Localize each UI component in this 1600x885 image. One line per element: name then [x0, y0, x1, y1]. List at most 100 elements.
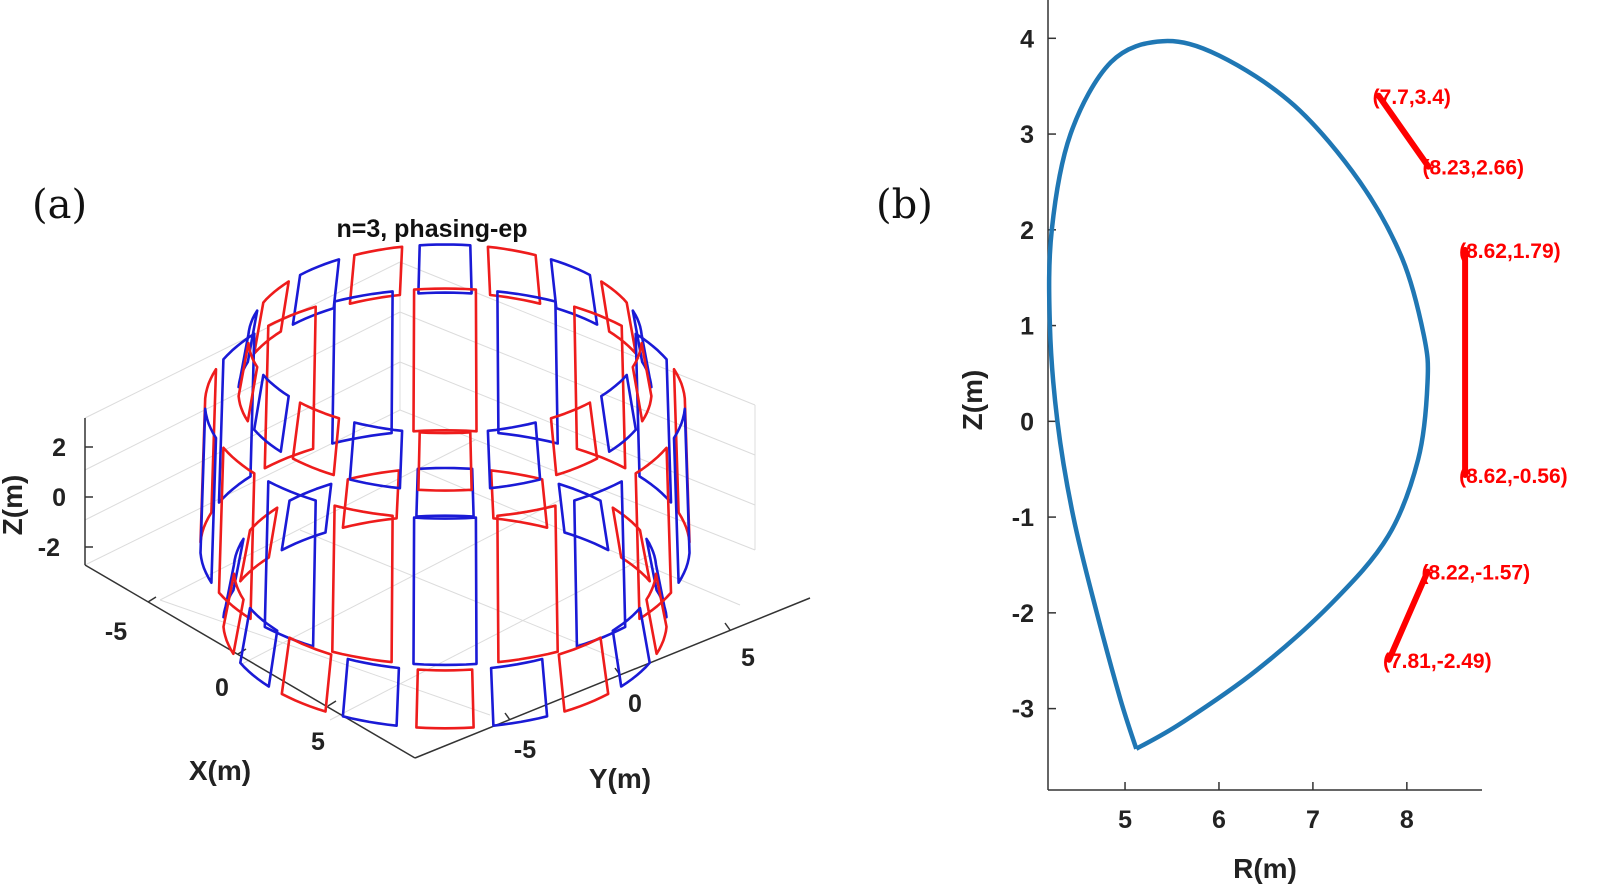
coil-outline [415, 668, 475, 730]
x-tick-label: 6 [1212, 806, 1226, 834]
coils-2d: (7.7,3.4) (8.23,2.66) (8.62,1.79) (8.62,-0.… [1373, 86, 1568, 673]
coil-outline [263, 305, 318, 470]
coil-outline [572, 480, 627, 648]
coil-outline [252, 373, 291, 454]
y-axis-label: Z(m) [957, 370, 988, 431]
y-tick-label: -3 [1012, 696, 1034, 724]
x-tick-label: 5 [311, 728, 325, 756]
x-tick-label: 0 [215, 674, 229, 702]
coil-endpoint-label: (8.22,-1.57) [1422, 562, 1531, 585]
coil-outline [557, 636, 610, 713]
grid-line [159, 599, 491, 716]
coil-outline [486, 421, 542, 490]
coil-endpoint-label: (8.62,-0.56) [1459, 465, 1568, 488]
coil-outline [417, 430, 473, 492]
coil-outline [557, 482, 610, 552]
coil-outline [217, 332, 256, 504]
coil-outline [631, 341, 653, 423]
y-tick-label: 5 [741, 644, 755, 672]
y-tick-label: 0 [1020, 408, 1034, 436]
grid-line [84, 409, 401, 566]
coil-outline [252, 280, 291, 355]
axes-2d [1047, 0, 1482, 791]
coil-outline [341, 469, 401, 530]
y-axis-label: Y(m) [589, 763, 651, 794]
grid-line [299, 529, 621, 661]
y-axis-line [414, 597, 811, 759]
coil-outline [348, 421, 404, 490]
coil-outline [489, 657, 549, 728]
panel-b-label: (b) [876, 182, 933, 228]
coil-outline [330, 504, 394, 664]
x-tick-mark [327, 700, 337, 707]
y-tick-label: 2 [1020, 217, 1034, 245]
coil-endpoint-label: (8.23,2.66) [1422, 157, 1524, 180]
y-tick-label: -1 [1012, 504, 1034, 532]
x-tick-label: 7 [1306, 806, 1320, 834]
y-tick-label: -2 [1012, 600, 1034, 628]
x-axis-label: R(m) [1233, 853, 1297, 884]
coil-outline [634, 332, 673, 504]
coil-outline [634, 446, 673, 621]
grid-line [399, 311, 756, 456]
coil-outline [291, 401, 341, 477]
coil-outline [611, 506, 652, 583]
z-tick-label: -2 [38, 534, 60, 562]
coil-set-3d [199, 243, 691, 730]
plasma-boundary-line [1046, 38, 1431, 751]
coil-outline [239, 506, 279, 583]
grid-line [84, 361, 401, 521]
z-tick-label: 2 [52, 434, 66, 462]
y-tick-mark [724, 622, 731, 631]
coil-outline [280, 636, 333, 713]
coil-outline [341, 657, 401, 728]
coil-segment [1375, 92, 1432, 170]
grid-line [329, 554, 651, 721]
grid-line [84, 261, 401, 419]
plot-a-title: n=3, phasing-ep [336, 215, 527, 243]
coil-outline [611, 606, 652, 688]
coil-outline [549, 258, 599, 326]
grid-line [84, 311, 401, 471]
coil-outline [599, 280, 638, 355]
grid-line [399, 261, 756, 406]
coil-endpoint-label: (7.7,3.4) [1373, 86, 1451, 109]
coil-outline [549, 401, 599, 477]
z-tick-label: 0 [52, 484, 66, 512]
y-tick-label: 0 [628, 690, 642, 718]
x-axis-line [84, 564, 416, 759]
panel-a-3d-plot: n=3, phasing-ep [0, 215, 811, 794]
y-tick-label: -5 [514, 736, 536, 764]
x-axis-label: X(m) [189, 755, 251, 786]
y-tick-mark [504, 712, 511, 721]
grid-line [239, 499, 561, 666]
x-tick-label: 5 [1118, 806, 1132, 834]
coil-endpoint-label: (7.81,-2.49) [1383, 650, 1492, 673]
coil-outline [222, 572, 245, 656]
coil-outline [237, 341, 259, 423]
coil-outline [496, 504, 560, 664]
x-tick-label: 8 [1400, 806, 1414, 834]
coil-outline [486, 245, 542, 306]
y-tick-label: 1 [1020, 313, 1034, 341]
coil-outline [263, 480, 318, 648]
coil-endpoint-label: (8.62,1.79) [1459, 240, 1561, 263]
coil-outline [291, 258, 341, 326]
coil-segment [1386, 568, 1431, 663]
coil-outline [222, 537, 245, 619]
coil-outline [496, 290, 560, 445]
y-tick-label: 4 [1020, 25, 1034, 53]
coil-outline [330, 290, 394, 445]
coil-outline [280, 482, 333, 552]
coil-outline [348, 245, 404, 306]
z-axis-label: Z(m) [0, 475, 28, 536]
coil-outline [572, 305, 627, 470]
coil-outline [415, 466, 475, 518]
coil-outline [412, 516, 478, 667]
coil-outline [489, 469, 549, 530]
coil-outline [417, 243, 473, 295]
coil-outline [599, 373, 638, 454]
